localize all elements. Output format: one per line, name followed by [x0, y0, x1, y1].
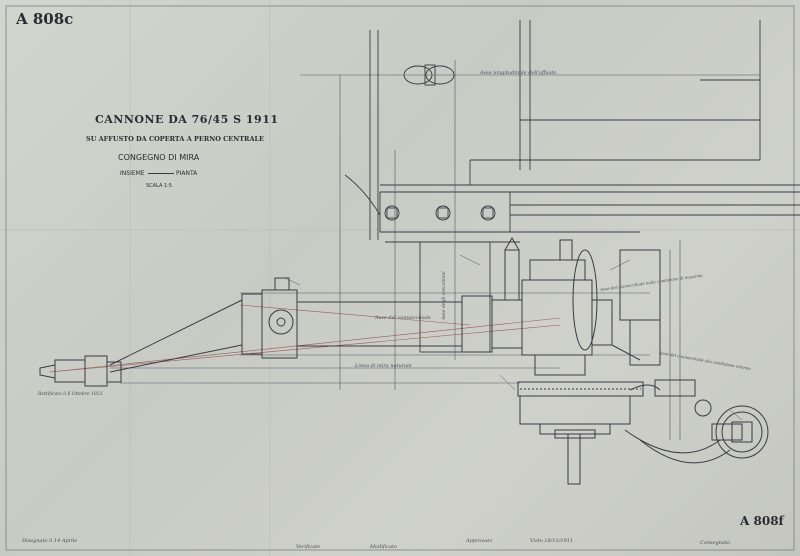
label-asse-longitudinale: Asse longitudinale dell'affusto	[480, 70, 557, 76]
sheet-border	[5, 5, 795, 551]
footer-note-4: Approvato	[466, 538, 493, 544]
sight-lines-red	[49, 304, 561, 373]
footer-note-1: Disegnato il 14 Aprile	[22, 538, 78, 544]
footer-note-3: Modificato	[370, 544, 398, 550]
sheet-id-bottom: A 808f	[740, 514, 784, 528]
label-linea-mira: Linea di mira naturale	[355, 363, 412, 369]
label-asse-orecchioni: Asse degli orecchioni	[442, 271, 447, 320]
construction-lines	[110, 60, 760, 440]
label-rettifica: Rettificato il 6 Ottobre 1923	[38, 392, 103, 397]
footer-note-5: Visto 18/11/1911	[530, 538, 574, 544]
footer-note-2: Verificato	[296, 544, 321, 550]
drawing-subtitle: SU AFFUSTO DA COPERTA A PERNO CENTRALE	[86, 135, 265, 143]
eyepiece	[39, 299, 243, 387]
drawing-view-left: INSIEME	[120, 170, 145, 177]
leader-lines	[284, 254, 743, 421]
drawing-part-name: CONGEGNO DI MIRA	[118, 153, 200, 162]
drawing-scale: SCALA 1:5	[146, 183, 173, 189]
drawing-title: CANNONE DA 76/45 S 1911	[95, 113, 279, 126]
handwheel-assembly	[517, 379, 769, 485]
drawing-view-right: PIANTA	[176, 170, 198, 177]
telescope-assembly	[241, 237, 661, 376]
view-dash	[148, 173, 174, 174]
sheet-id-top: A 808c	[16, 10, 74, 28]
footer-note-6: Consegnato	[700, 540, 731, 546]
label-asse-cannocchiale: Asse del cannocchiale	[375, 315, 431, 321]
